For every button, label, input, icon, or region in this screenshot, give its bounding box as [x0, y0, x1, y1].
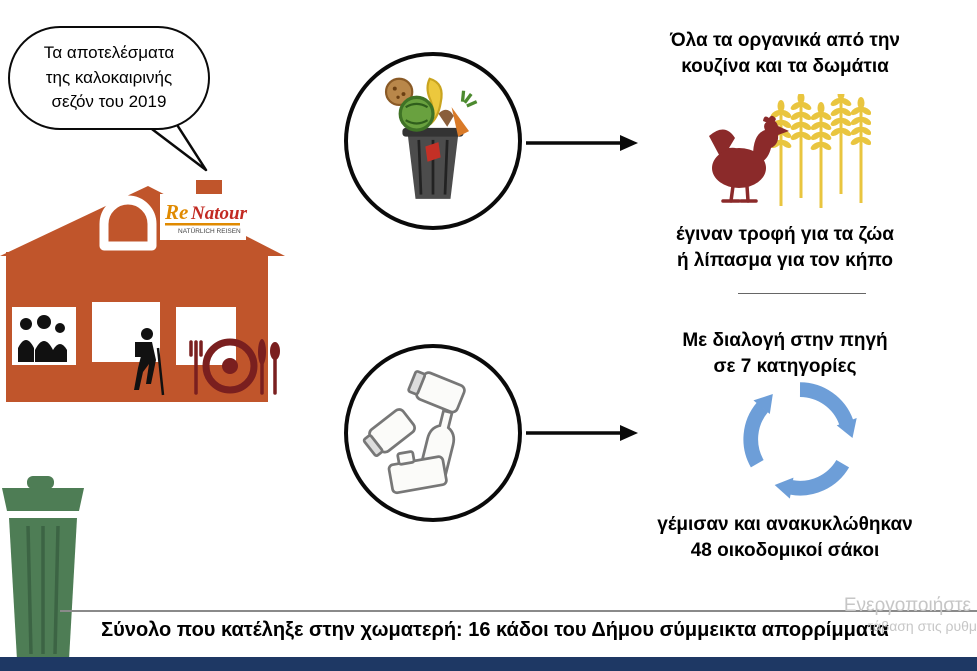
plate-cutlery-icon — [189, 338, 280, 395]
organic-waste-circle — [344, 52, 522, 230]
chicken-wheat-illustration — [709, 94, 871, 210]
house-illustration: Re Natour NATÜRLICH REISEN — [0, 180, 285, 402]
compost-bin-icon — [384, 77, 478, 199]
footer-divider — [60, 610, 977, 612]
footer-total-text: Σύνολο που κατέληξε στην χωματερή: 16 κά… — [101, 619, 889, 641]
family-icon — [18, 315, 67, 362]
hiker-icon — [134, 328, 165, 396]
recycling-heading: Με διαλογή στην πηγή σε 7 κατηγορίες — [682, 330, 888, 377]
organic-heading: Όλα τα οργανικά από την κουζίνα και τα δ… — [669, 30, 900, 77]
logo-natour: Natour — [190, 203, 248, 224]
wheat-icon — [767, 94, 871, 210]
logo-re: Re — [164, 200, 188, 224]
logo-tagline: NATÜRLICH REISEN — [178, 227, 241, 235]
recycling-caption: γέμισαν και ανακυκλώθηκαν 48 οικοδομικοί… — [657, 514, 913, 561]
arrow-right-icon — [526, 425, 638, 441]
renatour-logo: Re Natour NATÜRLICH REISEN — [160, 194, 248, 240]
chicken-icon — [709, 115, 789, 203]
organic-caption: έγιναν τροφή για τα ζώα ή λίπασμα για το… — [676, 224, 894, 271]
recyclables-circle — [344, 344, 522, 522]
recycle-icon — [737, 376, 863, 502]
bottom-bar — [0, 657, 977, 671]
section-divider — [738, 293, 866, 294]
door-arch-icon — [99, 195, 157, 251]
arrow-right-icon — [526, 135, 638, 151]
speech-bubble: Τα αποτελέσματα της καλοκαιρινής σεζόν τ… — [8, 26, 210, 130]
watermark-line2: τάβαση στις ρυθμ — [867, 618, 977, 634]
watermark-line1: Ενεργοποιήστε — [843, 595, 971, 616]
glass-jars-icon — [362, 370, 466, 495]
trash-can-icon — [2, 476, 84, 660]
